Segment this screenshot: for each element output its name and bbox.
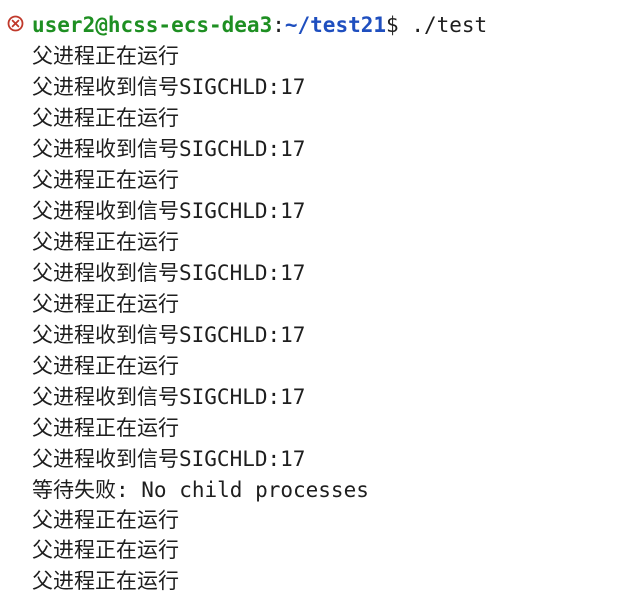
output-line: 父进程收到信号SIGCHLD:17 bbox=[32, 447, 306, 471]
output-line: 父进程正在运行 bbox=[32, 416, 179, 440]
prompt-line: user2@hcss-ecs-dea3:~/test21$ ./test bbox=[0, 10, 487, 41]
output-line: 父进程收到信号SIGCHLD:17 bbox=[32, 385, 306, 409]
prompt-path: ~/test21 bbox=[284, 13, 387, 37]
output-line: 父进程收到信号SIGCHLD:17 bbox=[32, 261, 306, 285]
output-line: 父进程正在运行 bbox=[32, 168, 179, 192]
output-line: 父进程正在运行 bbox=[32, 106, 179, 130]
prompt-user-host: user2@hcss-ecs-dea3 bbox=[32, 13, 273, 37]
output-line: 父进程正在运行 bbox=[32, 569, 179, 593]
output-line: 父进程收到信号SIGCHLD:17 bbox=[32, 199, 306, 223]
output-line: 父进程收到信号SIGCHLD:17 bbox=[32, 75, 306, 99]
error-message-line: 等待失败: No child processes bbox=[32, 478, 369, 502]
prompt-command: ./test bbox=[411, 13, 488, 37]
output-line: 父进程正在运行 bbox=[32, 230, 179, 254]
output-line: 父进程正在运行 bbox=[32, 44, 179, 68]
output-line: 父进程正在运行 bbox=[32, 354, 179, 378]
output-line: 父进程正在运行 bbox=[32, 538, 179, 562]
output-line: 父进程正在运行 bbox=[32, 292, 179, 316]
output-line: 父进程收到信号SIGCHLD:17 bbox=[32, 137, 306, 161]
error-status-icon[interactable] bbox=[7, 15, 24, 32]
output-line: 父进程收到信号SIGCHLD:17 bbox=[32, 323, 306, 347]
prompt-colon: : bbox=[272, 13, 285, 37]
prompt-dollar: $ bbox=[386, 13, 412, 37]
output-line: 父进程正在运行 bbox=[32, 508, 179, 532]
